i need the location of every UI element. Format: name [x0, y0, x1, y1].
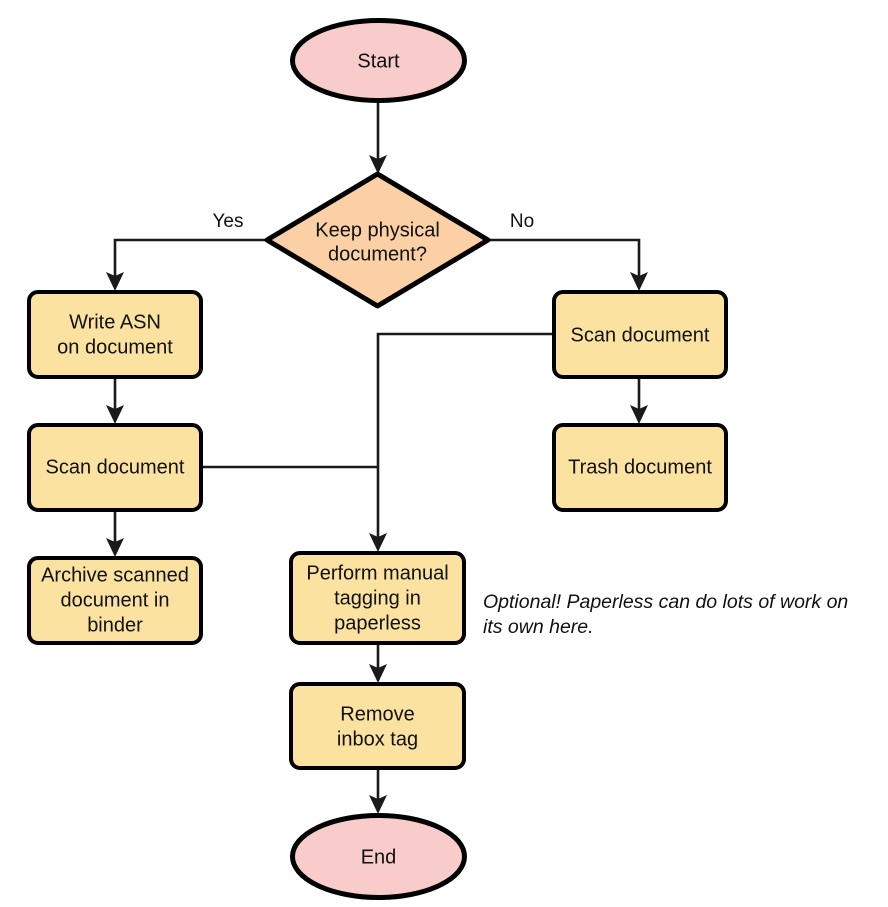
node-manual-tagging-shape[interactable]	[289, 551, 466, 645]
edge-start-to-decision	[369, 103, 387, 174]
node-manual-tagging-label-line1: Perform manual	[306, 562, 448, 584]
node-remove-inbox-tag-shape[interactable]	[289, 682, 466, 770]
edge-remove-tag-to-end	[369, 770, 387, 814]
edge-label-layer: Yes No	[213, 211, 535, 232]
node-layer: Start Keep physical document? Write ASN …	[27, 18, 728, 900]
node-scan-document-left-label: Scan document	[46, 456, 185, 478]
node-trash-document-shape[interactable]	[552, 423, 728, 512]
optional-note-line1: Optional! Paperless can do lots of work …	[483, 591, 848, 613]
node-write-asn[interactable]: Write ASN on document	[27, 290, 203, 379]
node-trash-document-label: Trash document	[568, 456, 712, 478]
node-archive-binder-label-line3: binder	[87, 614, 143, 636]
edge-layer	[106, 103, 648, 814]
node-end-label: End	[361, 846, 397, 868]
node-archive-binder[interactable]: Archive scanned document in binder	[27, 556, 203, 645]
node-manual-tagging-label-line3: paperless	[334, 612, 421, 634]
node-write-asn-shape[interactable]	[27, 290, 203, 379]
node-archive-binder-label-line2: document in	[61, 589, 170, 611]
node-remove-inbox-tag-label-line2: inbox tag	[337, 728, 418, 750]
optional-note-line2: its own here.	[483, 616, 594, 638]
edge-decision-to-write-asn	[106, 238, 265, 291]
node-scan-document-left-shape[interactable]	[27, 423, 203, 512]
node-scan-document-right[interactable]: Scan document	[552, 290, 728, 379]
node-remove-inbox-tag-label-line1: Remove	[340, 703, 414, 725]
edge-scan-right-to-tagging	[369, 332, 552, 552]
edge-write-asn-to-scan-left	[106, 379, 124, 424]
node-end-shape[interactable]	[290, 813, 467, 900]
node-keep-physical[interactable]: Keep physical document?	[264, 171, 491, 309]
edge-decision-to-scan-right	[490, 238, 648, 291]
node-archive-binder-shape[interactable]	[27, 556, 203, 645]
node-manual-tagging[interactable]: Perform manual tagging in paperless	[289, 551, 466, 645]
node-remove-inbox-tag[interactable]: Remove inbox tag	[289, 682, 466, 770]
node-start[interactable]: Start	[290, 18, 467, 103]
node-scan-document-right-shape[interactable]	[552, 290, 728, 379]
node-scan-document-right-label: Scan document	[571, 324, 710, 346]
node-scan-document-left[interactable]: Scan document	[27, 423, 203, 512]
annotation-layer: Optional! Paperless can do lots of work …	[483, 591, 848, 638]
node-end[interactable]: End	[290, 813, 467, 900]
node-trash-document[interactable]: Trash document	[552, 423, 728, 512]
node-write-asn-label-line2: on document	[57, 336, 173, 358]
node-start-label: Start	[357, 50, 400, 72]
edge-label-yes: Yes	[213, 211, 244, 232]
edge-scan-right-to-trash	[630, 379, 648, 424]
node-manual-tagging-label-line2: tagging in	[334, 587, 421, 609]
edge-tagging-to-remove-tag	[369, 645, 387, 683]
node-keep-physical-shape[interactable]	[264, 171, 491, 309]
node-archive-binder-label-line1: Archive scanned	[41, 564, 189, 586]
edge-scan-left-to-archive	[106, 512, 124, 557]
node-keep-physical-label-line1: Keep physical	[315, 219, 440, 241]
node-keep-physical-label-line2: document?	[328, 243, 427, 265]
node-start-shape[interactable]	[290, 18, 467, 103]
node-write-asn-label-line1: Write ASN	[69, 311, 161, 333]
edge-label-no: No	[510, 211, 534, 232]
